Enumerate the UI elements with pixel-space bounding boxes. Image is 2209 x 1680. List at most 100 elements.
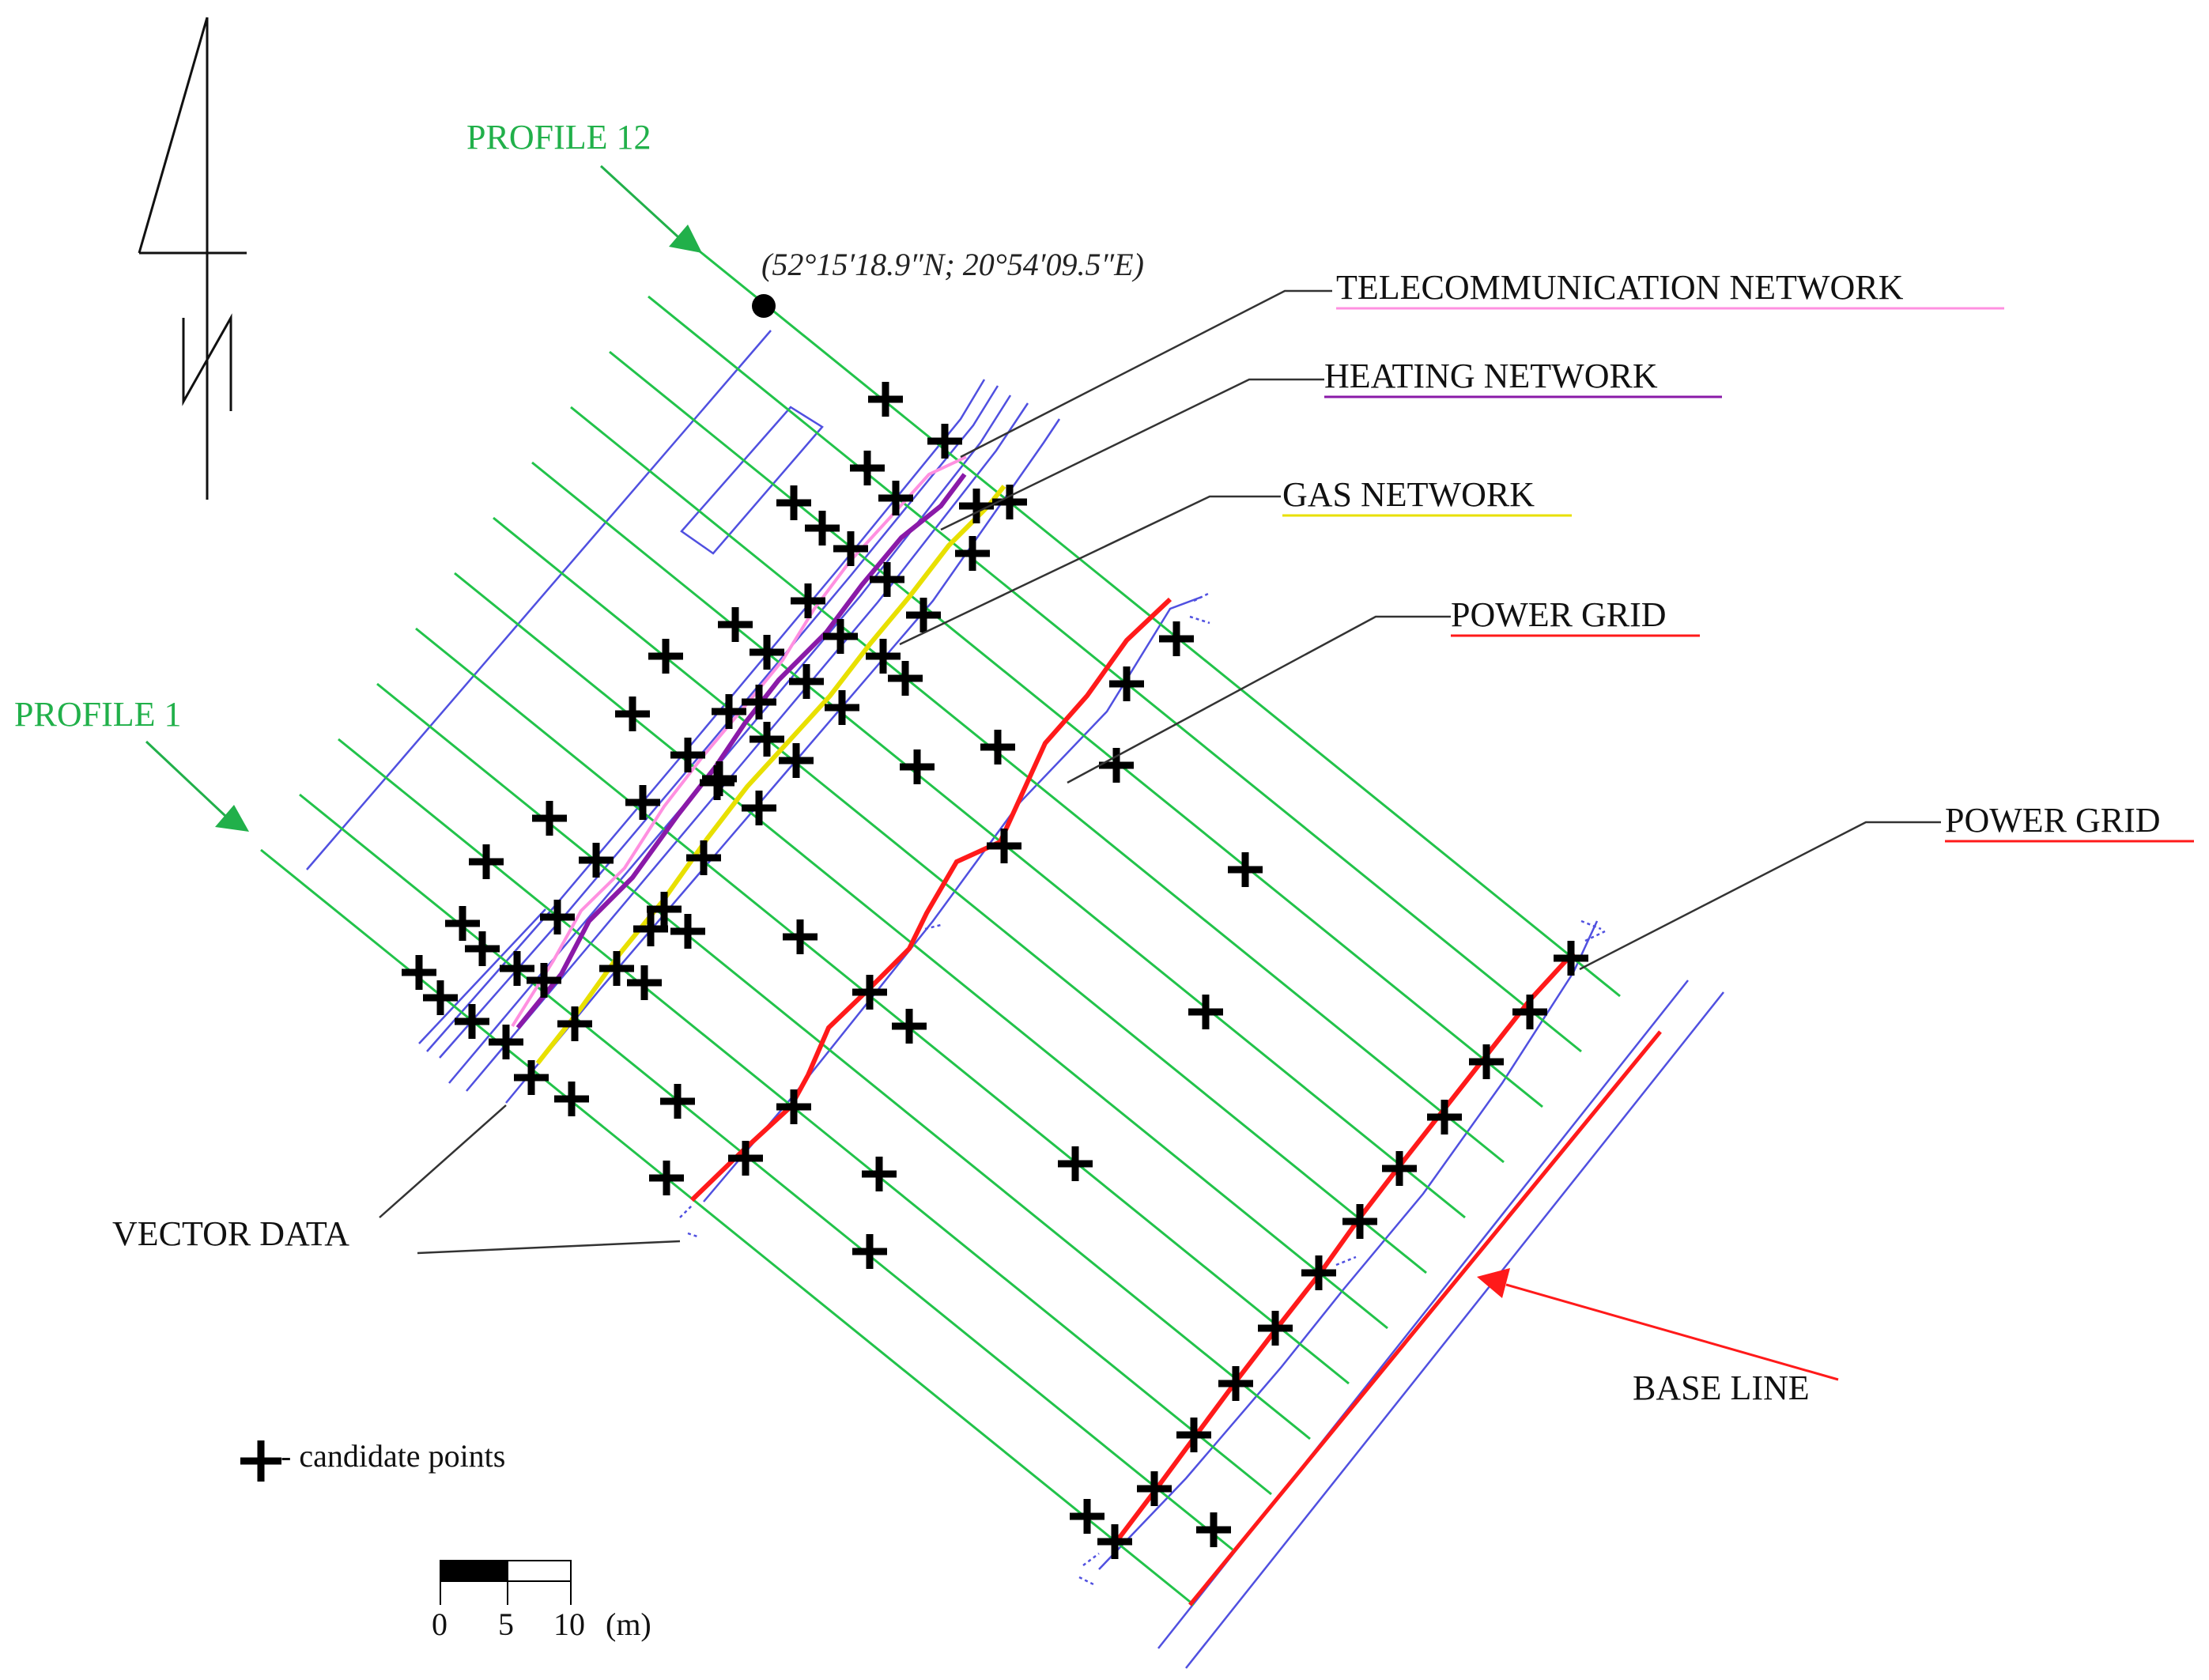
candidate-point-marker [423,980,458,1015]
candidate-point-marker [870,562,904,597]
candidate-point-marker [1159,621,1194,656]
north-arrow [138,17,247,500]
scale-tick-5: 5 [498,1606,514,1642]
profile-line-5 [415,627,1350,1385]
candidate-point-marker [750,635,784,670]
profile-line-9 [570,406,1505,1164]
candidate-point-marker [728,1141,763,1176]
profile-line-3 [338,738,1272,1496]
scale-tick-0: 0 [432,1606,447,1642]
candidate-point-marker [627,965,662,1000]
profile-line-2 [299,793,1233,1551]
candidate-point-marker [779,743,814,778]
candidate-point-marker [805,511,840,546]
candidate-point-marker [1070,1499,1104,1534]
candidate-point-marker [868,382,903,417]
power-grid-label-2: POWER GRID [1945,801,2161,840]
candidate-point-marker [445,906,480,941]
candidate-point-marker [776,1089,811,1124]
candidate-point-marker [686,840,721,875]
candidate-point-marker [888,661,923,696]
candidate-point-marker [742,791,776,825]
candidate-point-marker [1058,1146,1093,1181]
candidate-point-marker [1099,748,1134,783]
candidate-point-marker [1176,1418,1211,1452]
legend: - candidate points [240,1438,505,1482]
leader-lines [379,289,1941,1255]
candidate-point-marker [750,722,784,757]
profile-line-12 [686,240,1621,998]
candidate-point-marker [980,730,1015,764]
candidate-point-marker [892,1009,927,1044]
candidate-point-marker [527,963,561,998]
candidate-point-marker [1137,1471,1172,1506]
candidate-point-marker [900,749,935,784]
candidate-point-marker [540,900,575,934]
profile-12-arrow [599,164,702,253]
candidate-point-marker [532,801,567,836]
candidate-point-marker [1109,666,1144,701]
candidate-point-marker [791,583,825,618]
candidate-point-marker [1382,1151,1417,1186]
profile-line-11 [648,295,1582,1053]
candidate-point-marker [1342,1204,1377,1239]
profile-line-7 [493,516,1427,1274]
candidate-point-marker [783,919,818,954]
coordinate-point [752,294,776,318]
candidate-point-marker [402,955,436,990]
heating-line [515,473,967,1029]
candidate-point-marker [906,598,941,632]
candidate-point-marker [514,1060,549,1095]
candidate-point-marker [599,951,634,986]
profile-line-1 [260,848,1195,1606]
coordinate-label: (52°15′18.9″N; 20°54′09.5″E) [761,247,1144,282]
power-grid-line-1 [689,597,1172,1202]
candidate-point-marker [850,451,885,485]
base-line [1188,1030,1662,1606]
candidate-point-marker [579,843,614,878]
candidate-point-marker [1554,941,1588,976]
candidate-point-marker [660,1084,695,1119]
candidate-point-marker [625,785,660,820]
scale-bar: 0 5 10 (m) [432,1560,651,1642]
gas-label: GAS NETWORK [1282,475,1535,514]
candidate-point-marker [455,1004,489,1039]
gas-line [535,485,1006,1065]
candidate-point-marker [862,1157,897,1191]
base-line-arrow [1477,1268,1839,1381]
candidate-point-marker [647,892,682,927]
candidate-point-marker [465,931,500,966]
candidate-points [402,382,1588,1559]
heating-label: HEATING NETWORK [1324,357,1658,395]
candidate-point-marker [789,664,824,699]
candidate-point-marker [1258,1311,1293,1346]
candidate-point-marker [649,1161,684,1195]
candidate-point-marker [700,765,734,800]
candidate-point-marker [489,1025,523,1059]
candidate-point-marker [866,639,901,674]
candidate-point-marker [1469,1044,1504,1079]
candidate-point-marker [1196,1512,1231,1547]
profile-1-label: PROFILE 1 [14,695,181,734]
candidate-point-marker [712,694,746,729]
candidate-point-marker [987,829,1021,863]
profile-1-arrow [145,740,249,832]
profile-12-label: PROFILE 12 [466,118,651,157]
scale-tick-10: 10 [553,1606,585,1642]
candidate-point-marker [955,536,990,571]
candidate-point-marker [825,690,859,725]
power-grid-line-2 [1114,950,1576,1543]
candidate-point-marker [823,619,858,654]
profile-line-10 [609,350,1543,1108]
candidate-point-marker [670,738,705,772]
legend-label: - candidate points [281,1438,505,1474]
vector-data-lines [306,330,1724,1669]
candidate-point-marker [633,912,668,946]
vector-data-label: VECTOR DATA [112,1214,349,1253]
telecom-label: TELECOMMUNICATION NETWORK [1336,268,1904,307]
candidate-point-marker [1512,995,1547,1029]
candidate-point-marker [833,531,868,566]
candidate-point-marker [878,481,913,515]
candidate-point-marker [1188,995,1223,1029]
power-grid-label-1: POWER GRID [1451,595,1667,634]
